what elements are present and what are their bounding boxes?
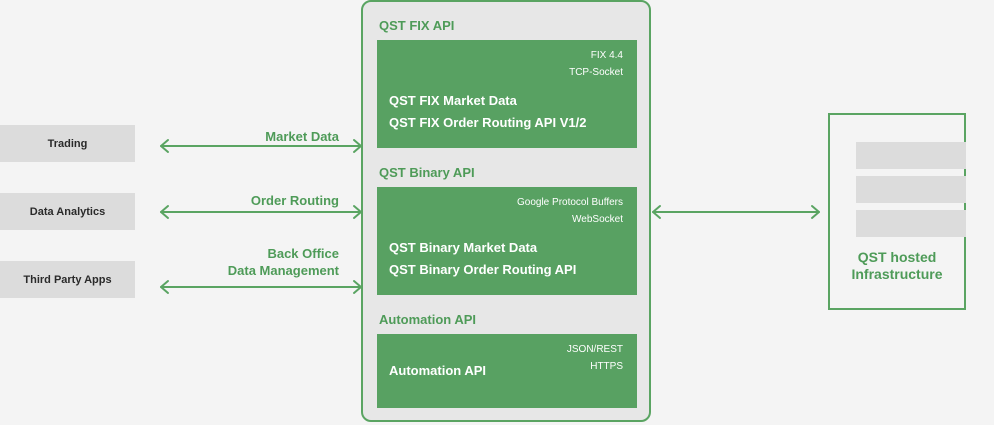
client-label: Data Analytics xyxy=(29,205,106,218)
api-title-automation: Automation API xyxy=(379,312,477,327)
protocol-line: Google Protocol Buffers xyxy=(517,197,623,208)
infrastructure-label: QST hosted Infrastructure xyxy=(830,249,964,283)
arrow-infrastructure xyxy=(652,205,820,219)
api-protocol: JSON/REST HTTPS xyxy=(567,341,623,375)
link-label-back-office: Back Office Data Management xyxy=(228,245,339,279)
api-services: Automation API xyxy=(389,360,486,382)
client-data-analytics: Data Analytics xyxy=(0,193,135,230)
client-trading: Trading xyxy=(0,125,135,162)
client-label: Third Party Apps xyxy=(23,273,112,286)
api-protocol: FIX 4.4 TCP-Socket xyxy=(569,47,623,81)
infrastructure-label-line: Infrastructure xyxy=(851,266,943,282)
api-block-binary: Google Protocol Buffers WebSocket QST Bi… xyxy=(377,187,637,295)
link-label-line: Data Management xyxy=(227,263,339,278)
infrastructure-label-line: QST hosted xyxy=(857,249,937,265)
service-item: QST FIX Market Data xyxy=(389,93,517,108)
arrow-order-routing xyxy=(160,205,362,219)
service-item: QST Binary Order Routing API xyxy=(389,262,577,277)
protocol-line: HTTPS xyxy=(590,361,623,372)
api-services: QST Binary Market Data QST Binary Order … xyxy=(389,237,576,281)
service-item: QST FIX Order Routing API V1/2 xyxy=(389,115,587,130)
protocol-line: WebSocket xyxy=(572,214,623,225)
api-services: QST FIX Market Data QST FIX Order Routin… xyxy=(389,90,586,134)
api-title-fix: QST FIX API xyxy=(379,18,455,33)
protocol-line: FIX 4.4 xyxy=(590,50,623,61)
link-label-line: Back Office xyxy=(267,246,339,261)
service-item: Automation API xyxy=(389,363,487,378)
link-label-market-data: Market Data xyxy=(265,128,339,145)
service-item: QST Binary Market Data xyxy=(389,240,538,255)
api-block-automation: JSON/REST HTTPS Automation API xyxy=(377,334,637,408)
api-title-binary: QST Binary API xyxy=(379,165,475,180)
api-protocol: Google Protocol Buffers WebSocket xyxy=(517,194,623,228)
link-label-line: Market Data xyxy=(265,129,339,144)
infrastructure-box: QST hosted Infrastructure xyxy=(828,113,966,310)
protocol-line: JSON/REST xyxy=(566,344,623,355)
link-label-line: Order Routing xyxy=(250,193,339,208)
infrastructure-bar xyxy=(856,176,966,203)
arrow-market-data xyxy=(160,139,362,153)
api-block-fix: FIX 4.4 TCP-Socket QST FIX Market Data Q… xyxy=(377,40,637,148)
client-label: Trading xyxy=(47,137,88,150)
protocol-line: TCP-Socket xyxy=(569,67,623,78)
link-label-order-routing: Order Routing xyxy=(251,192,339,209)
infrastructure-bar xyxy=(856,210,966,237)
client-third-party-apps: Third Party Apps xyxy=(0,261,135,298)
infrastructure-bar xyxy=(856,142,966,169)
arrow-back-office xyxy=(160,280,362,294)
